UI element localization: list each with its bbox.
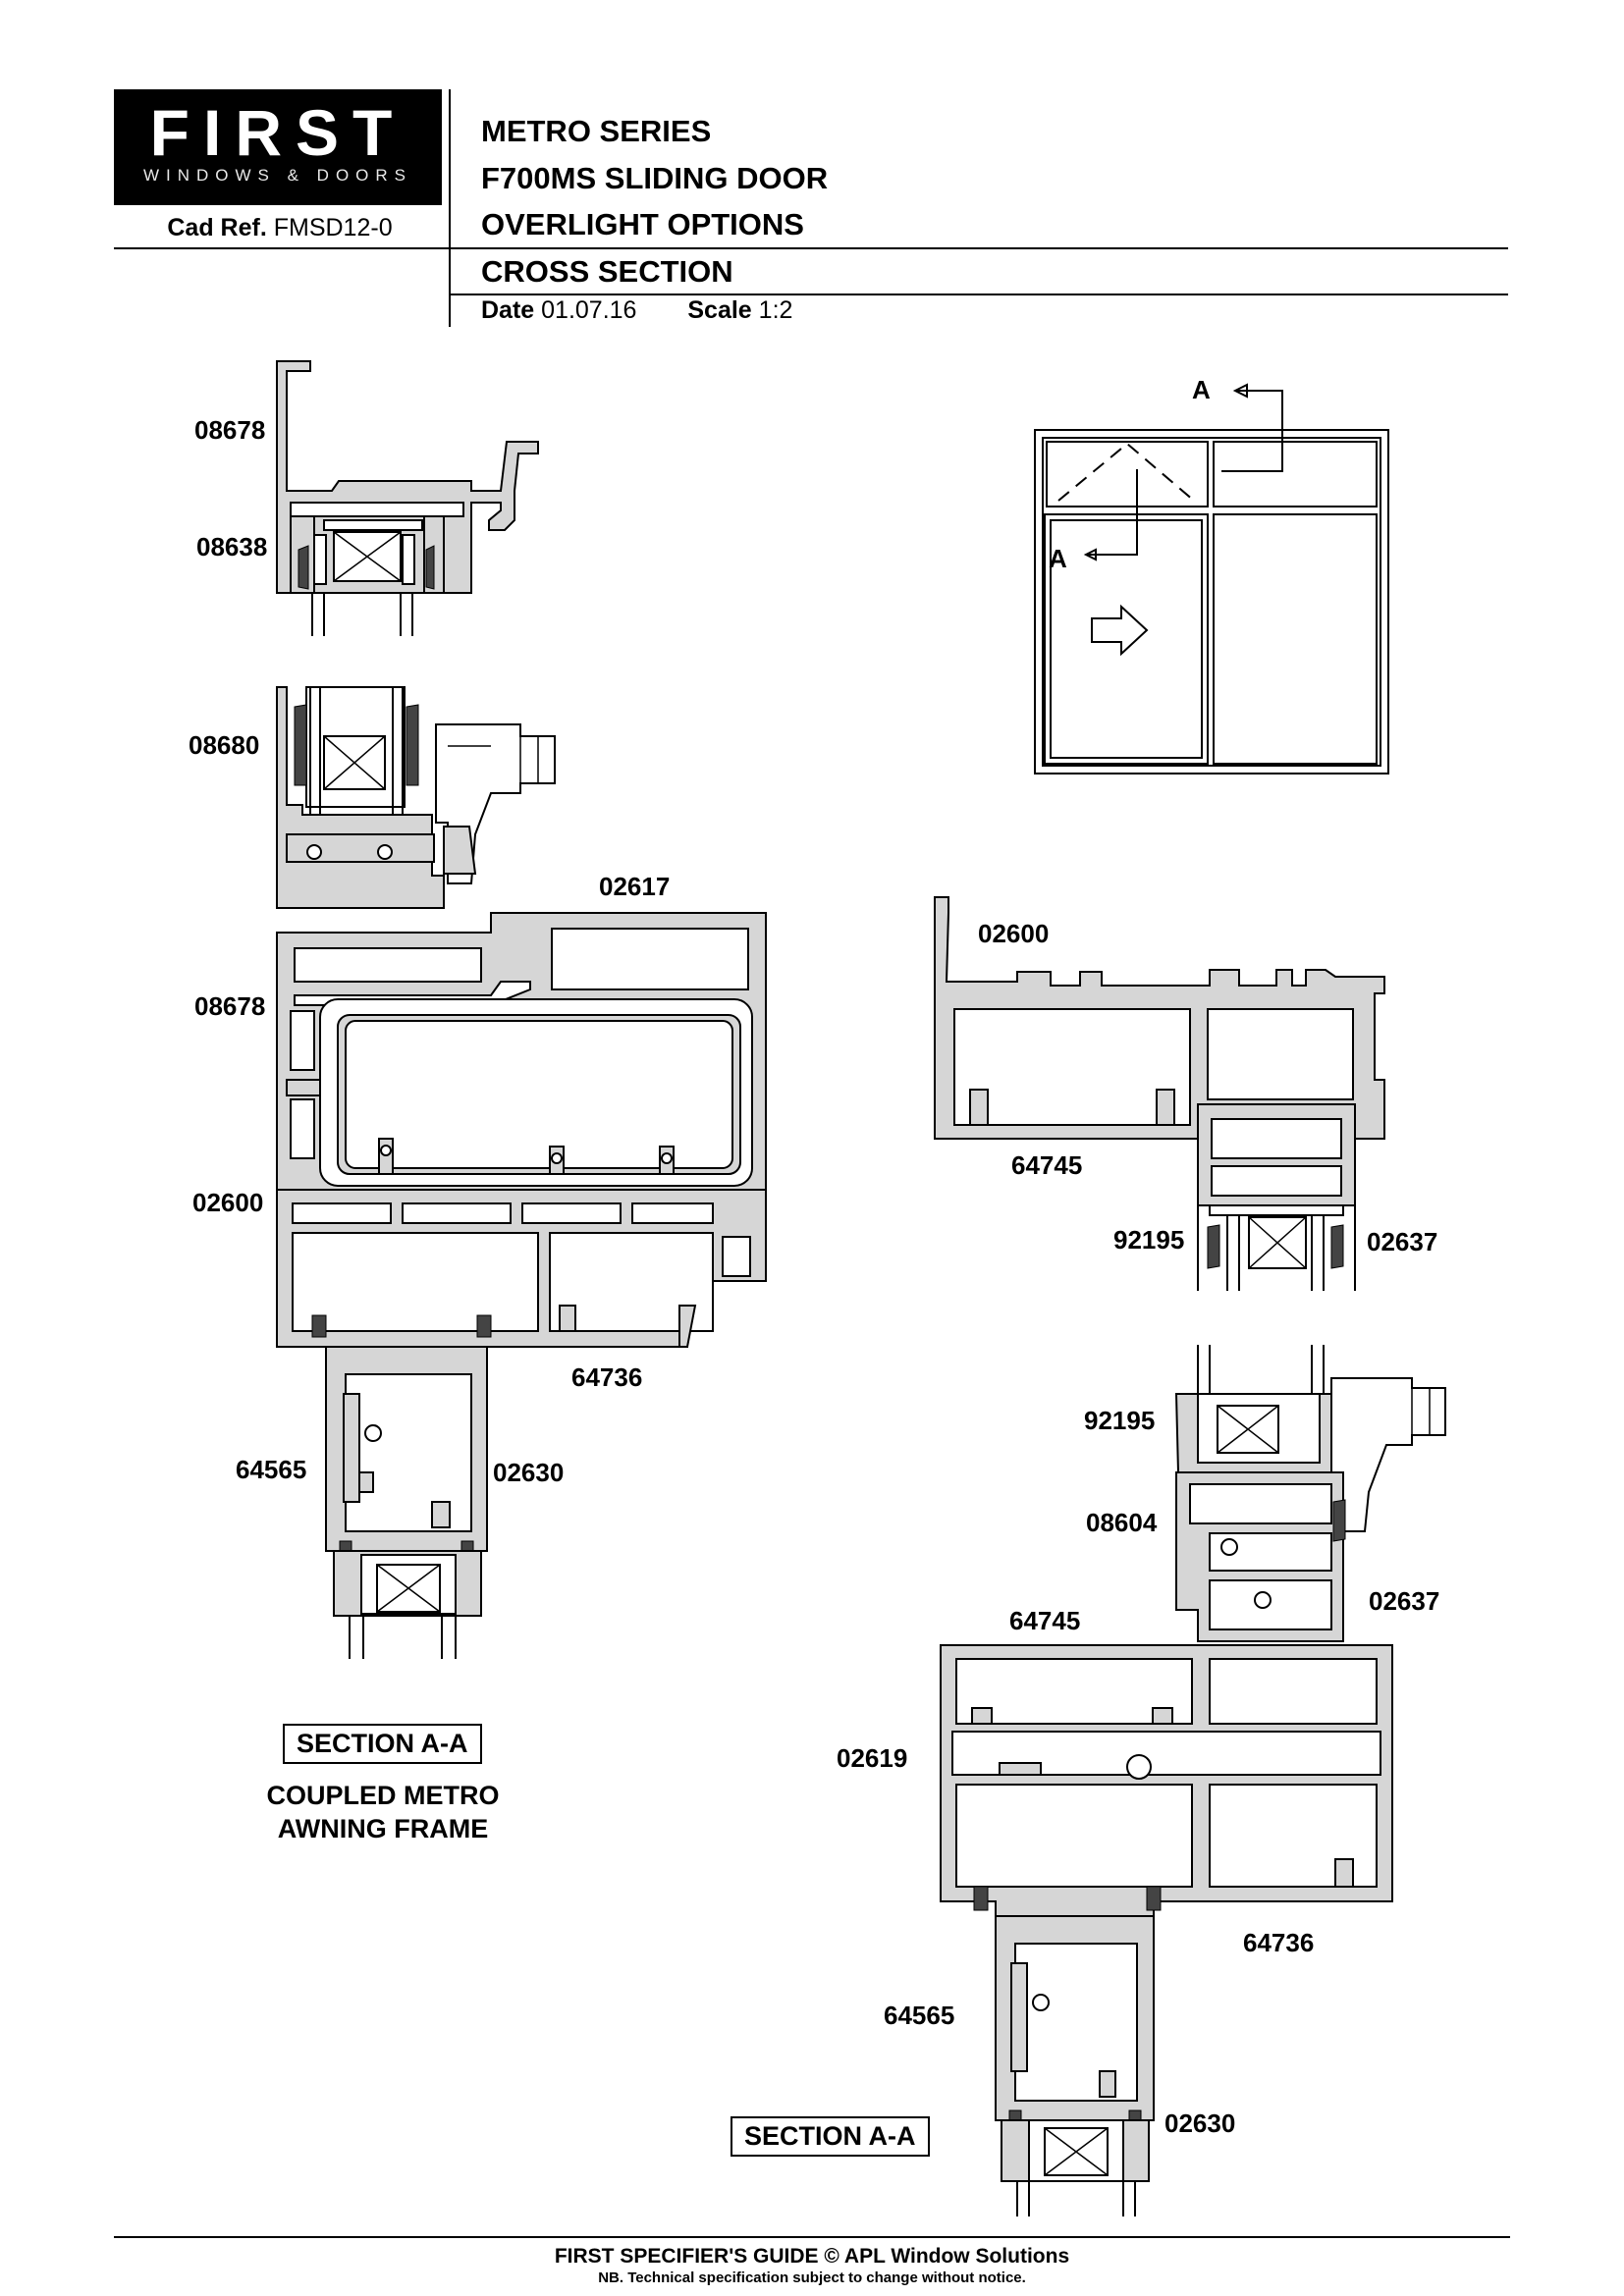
right-label-92195-bottom: 92195 xyxy=(1084,1406,1156,1435)
footer-rule xyxy=(114,2236,1510,2238)
caption-line-2: AWNING FRAME xyxy=(277,1814,489,1843)
left-label-02600: 02600 xyxy=(192,1188,264,1217)
cad-ref: Cad Ref. FMSD12-0 xyxy=(118,208,442,247)
left-label-02630: 02630 xyxy=(493,1458,565,1487)
left-label-08678-mid: 08678 xyxy=(194,991,266,1021)
date-label: Date xyxy=(481,296,535,324)
title-rule-1 xyxy=(450,247,1508,249)
company-logo: FIRST WINDOWS & DOORS xyxy=(114,89,442,205)
right-label-92195-top: 92195 xyxy=(1113,1225,1185,1255)
right-main-profile xyxy=(940,1345,1446,2216)
left-label-08678-top: 08678 xyxy=(194,415,266,445)
title-rule-2 xyxy=(450,294,1508,295)
scale-value: 1:2 xyxy=(758,296,793,324)
title-series: METRO SERIES xyxy=(481,114,712,148)
left-label-08680: 08680 xyxy=(189,730,260,760)
scale-label: Scale xyxy=(687,296,752,324)
right-label-02619: 02619 xyxy=(837,1743,908,1773)
right-label-02637-top: 02637 xyxy=(1367,1227,1438,1256)
section-marker-a-mid: A xyxy=(1049,544,1067,573)
right-label-64745-bottom: 64745 xyxy=(1009,1606,1081,1635)
cad-ref-value: FMSD12-0 xyxy=(273,214,393,241)
footer-line-2: NB. Technical specification subject to c… xyxy=(598,2269,1026,2286)
elevation-diagram xyxy=(1034,383,1389,774)
left-section-title: SECTION A-A xyxy=(283,1724,482,1764)
title-rule-left xyxy=(114,247,450,249)
title-option: OVERLIGHT OPTIONS xyxy=(481,207,804,241)
section-marker-a-top: A xyxy=(1192,375,1211,404)
date-scale-line: Date 01.07.16 Scale 1:2 xyxy=(481,296,792,325)
left-head-profile xyxy=(276,360,539,636)
footer-line-1: FIRST SPECIFIER'S GUIDE © APL Window Sol… xyxy=(554,2245,1070,2268)
left-label-64565: 64565 xyxy=(236,1455,307,1484)
left-label-08638: 08638 xyxy=(196,532,268,561)
right-label-02637-bottom: 02637 xyxy=(1369,1586,1440,1616)
left-main-profile xyxy=(276,686,767,1659)
logo-subtitle: WINDOWS & DOORS xyxy=(142,166,413,185)
left-label-64736: 64736 xyxy=(571,1362,643,1392)
right-label-64736: 64736 xyxy=(1243,1928,1315,1957)
cad-ref-label: Cad Ref. xyxy=(167,214,267,241)
right-label-64565: 64565 xyxy=(884,2001,955,2030)
right-label-08604: 08604 xyxy=(1086,1508,1158,1537)
date-value: 01.07.16 xyxy=(541,296,637,324)
right-label-64745-top: 64745 xyxy=(1011,1150,1083,1180)
left-section-caption: COUPLED METRO AWNING FRAME xyxy=(226,1779,540,1845)
title-view: CROSS SECTION xyxy=(481,254,733,289)
title-divider xyxy=(449,89,451,327)
left-label-02617: 02617 xyxy=(599,872,671,901)
right-section-title: SECTION A-A xyxy=(731,2116,930,2157)
right-label-02600: 02600 xyxy=(978,919,1050,948)
right-head-profile xyxy=(934,896,1385,1291)
right-label-02630: 02630 xyxy=(1164,2109,1236,2138)
logo-word: FIRST xyxy=(149,96,406,169)
title-product: F700MS SLIDING DOOR xyxy=(481,161,829,195)
caption-line-1: COUPLED METRO xyxy=(266,1781,500,1810)
